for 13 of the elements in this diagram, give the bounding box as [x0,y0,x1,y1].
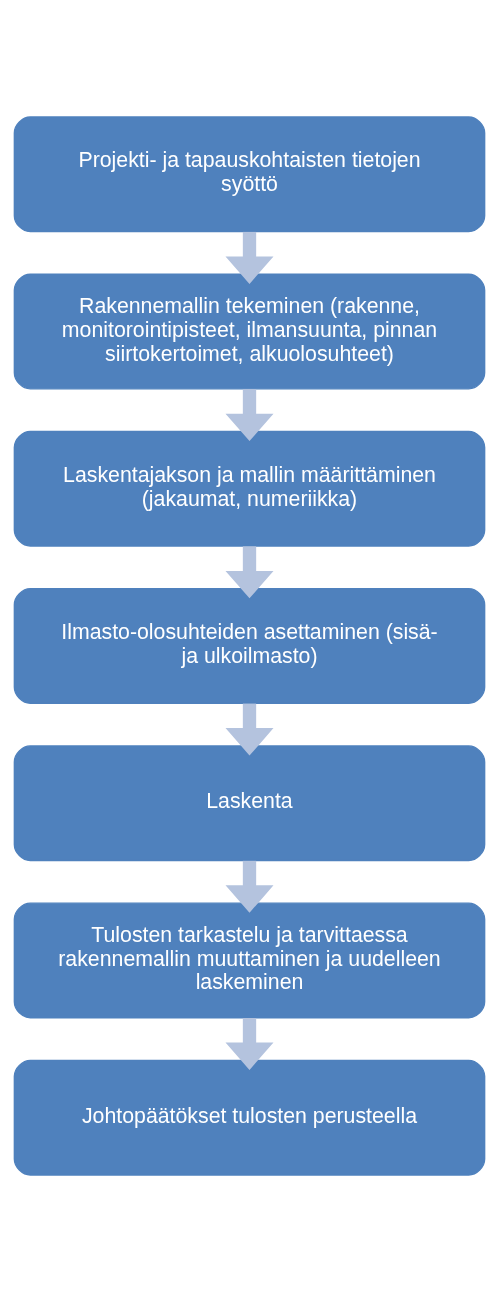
node-box: Rakennemallin tekeminen (rakenne, monitorointipisteet, ilmansuunta, pinnan siirtokertoimet, alkuolosuhteet) [13,273,485,390]
arrow [225,1018,273,1070]
arrow [225,703,273,756]
node-box: Laskentajakson ja mallin määrittäminen (jakaumat, numeriikka) [13,430,485,547]
arrow [225,231,273,284]
node-box: Laskenta [13,745,485,862]
arrow [225,389,273,442]
node-box: Ilmasto-olosuhteiden asettaminen (sisä- ja ulkoilmasto) [13,588,485,704]
node-box: Johtopäätökset tulosten perusteella [13,1059,485,1176]
node-box: Tulosten tarkastelu ja tarvittaessa rakennemallin muuttaminen ja uudelleen laskeminen [13,902,485,1019]
arrow [225,860,273,913]
node-box: Projekti- ja tapauskohtaisten tietojen syöttö [13,116,485,233]
arrow [225,546,273,599]
